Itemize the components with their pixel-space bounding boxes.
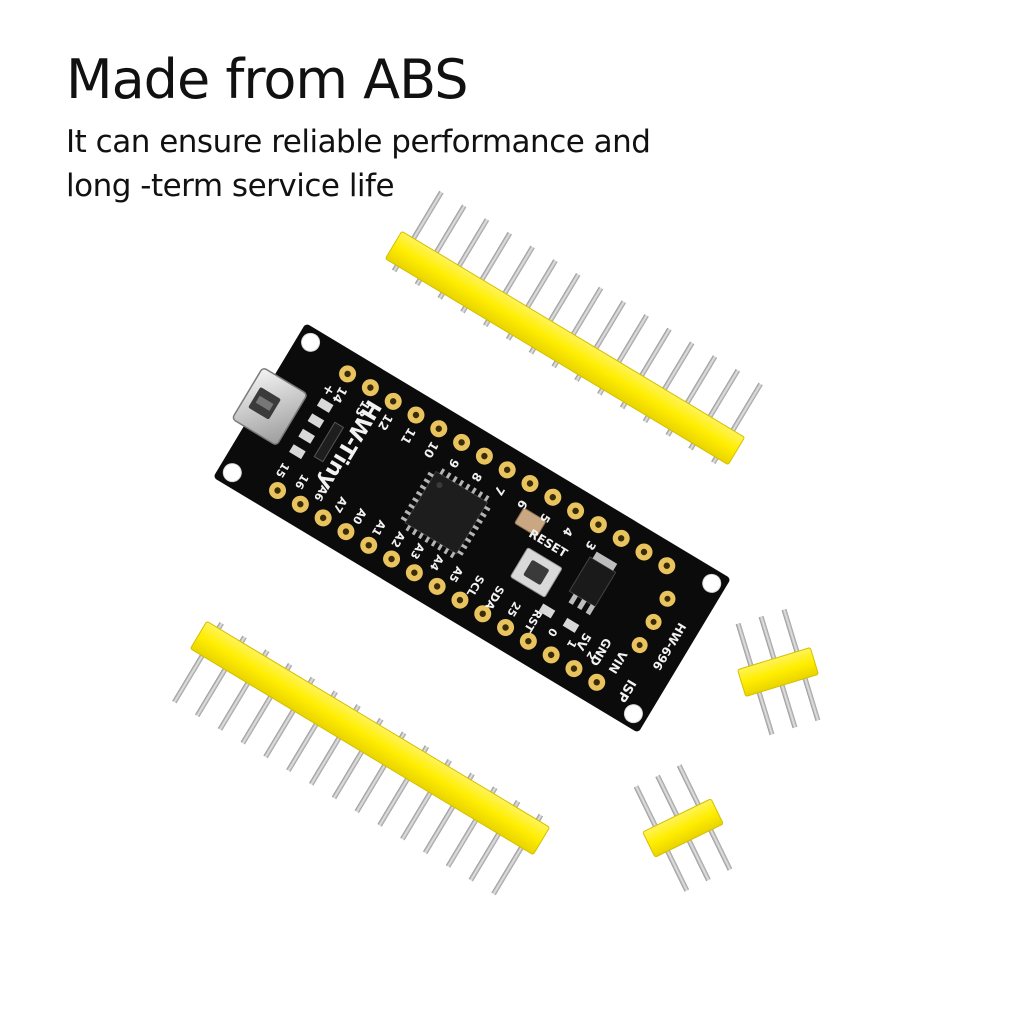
- smd-capacitor: [538, 603, 556, 619]
- pad-hole: [479, 610, 486, 617]
- pad-hole: [344, 370, 351, 378]
- pad-hole: [342, 528, 350, 535]
- smd-resistor: [298, 428, 315, 444]
- mounting-hole: [222, 463, 242, 483]
- chip-leg: [458, 479, 465, 487]
- chip-leg: [468, 531, 476, 537]
- pad-hole: [502, 624, 509, 631]
- chip-leg: [483, 505, 491, 512]
- chip-leg: [404, 509, 412, 516]
- pad-hole: [663, 562, 670, 569]
- small-pin-header-right: [735, 608, 821, 736]
- chip-leg: [443, 547, 450, 555]
- chip-leg: [445, 472, 452, 479]
- pad-hole: [595, 521, 602, 528]
- pad-hole: [435, 425, 442, 432]
- smd-resistor: [307, 413, 325, 429]
- chip-leg: [400, 516, 408, 522]
- pad-hole: [640, 548, 648, 556]
- pad-hole: [319, 514, 327, 522]
- pad-hole: [456, 596, 464, 604]
- top-pin-header: [385, 190, 763, 465]
- pad-hole: [593, 679, 600, 686]
- chip-leg: [460, 543, 468, 550]
- pad-hole: [389, 398, 397, 405]
- pad-hole: [274, 487, 281, 494]
- pad-hole: [458, 439, 465, 446]
- pad-hole: [664, 595, 671, 602]
- chip-leg: [415, 490, 423, 497]
- chip-leg: [424, 536, 431, 543]
- chip-leg: [405, 524, 412, 532]
- bottom-pin-header: [172, 621, 550, 896]
- mounting-hole: [623, 704, 643, 724]
- pad-hole: [411, 569, 418, 576]
- pad-hole: [388, 555, 395, 563]
- chip-leg: [457, 550, 464, 556]
- pad-hole: [481, 452, 488, 460]
- pad-hole: [433, 583, 441, 590]
- chip-leg: [477, 491, 484, 498]
- pad-hole: [297, 500, 304, 508]
- chip-leg: [427, 471, 434, 478]
- pad-hole: [650, 618, 657, 625]
- chip-leg: [476, 518, 483, 525]
- mounting-hole: [702, 573, 722, 593]
- chip-leg: [419, 484, 427, 491]
- chip-leg: [452, 475, 458, 483]
- chip-leg: [437, 543, 443, 551]
- reset-button[interactable]: [510, 547, 562, 598]
- chip-leg: [412, 497, 419, 503]
- chip-leg: [439, 468, 446, 475]
- pad-hole: [412, 411, 420, 419]
- pad-hole: [365, 542, 372, 549]
- mounting-hole: [301, 332, 321, 352]
- pad-hole: [525, 637, 532, 645]
- pad-hole: [503, 466, 511, 474]
- small-pin-header-bottom: [633, 764, 733, 892]
- product-heading: Made from ABS: [66, 48, 468, 111]
- chip-leg: [464, 537, 472, 544]
- pad-hole: [526, 480, 534, 487]
- microcontroller-chip: [400, 468, 491, 559]
- pad-hole: [636, 642, 643, 649]
- smd-capacitor: [562, 617, 580, 633]
- pad-hole: [572, 507, 579, 515]
- pad-hole: [547, 651, 555, 659]
- pad-hole: [570, 665, 578, 672]
- chip-leg: [464, 483, 471, 491]
- pad-hole: [617, 535, 625, 542]
- chip-leg: [449, 551, 456, 559]
- description-line-1: It can ensure reliable performance and: [66, 124, 651, 160]
- voltage-regulator: [568, 551, 618, 616]
- chip-leg: [411, 528, 418, 536]
- chip-leg: [418, 532, 424, 540]
- crystal-oscillator: [514, 508, 546, 537]
- smd-resistor: [316, 397, 334, 413]
- diode: [313, 421, 345, 463]
- pad-hole: [549, 494, 556, 501]
- micro-usb-port[interactable]: [232, 367, 307, 445]
- smd-resistor: [289, 444, 306, 460]
- description-line-2: long -term service life: [66, 168, 395, 204]
- chip-leg: [408, 503, 415, 510]
- chip-leg: [430, 540, 437, 547]
- chip-leg: [480, 512, 487, 518]
- chip-leg: [472, 524, 480, 531]
- chip-leg: [423, 478, 431, 484]
- pad-hole: [367, 384, 374, 391]
- chip-leg: [471, 487, 477, 495]
- chip-leg: [483, 494, 490, 502]
- hw-tiny-board: + RESET HW-Tiny HW-696 ISP 14: [214, 324, 730, 732]
